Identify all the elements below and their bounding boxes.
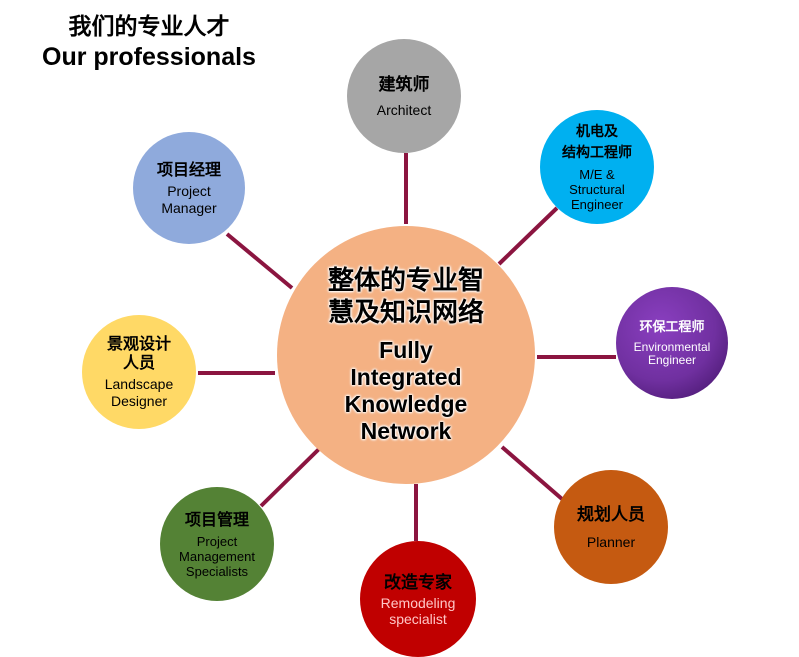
node-label-zh: 环保工程师 <box>639 320 705 335</box>
node-label-en: M/E & <box>579 167 615 182</box>
center-title-en-line: Knowledge <box>344 391 468 417</box>
node-label-en: Designer <box>110 393 168 409</box>
center-title-en-line: Fully <box>379 337 433 363</box>
node-label-en: Architect <box>376 101 432 118</box>
title-en: Our professionals <box>42 43 256 71</box>
center-title-en-line: Integrated <box>350 364 462 390</box>
node-planner: 规划人员 Planner <box>554 470 668 584</box>
node-label-en: Project <box>196 534 238 549</box>
node-label-en: Specialists <box>185 564 249 579</box>
center-title-zh-line1: 整体的专业智 <box>327 266 484 296</box>
node-label-en: Management <box>179 549 255 564</box>
node-label-zh: 人员 <box>122 353 155 372</box>
node-label-en: Structural <box>569 182 625 197</box>
node-label-zh: 机电及 <box>576 124 618 140</box>
node-label-en: specialist <box>389 610 447 627</box>
center-hub: 整体的专业智 慧及知识网络 Fully Integrated Knowledge… <box>277 226 535 484</box>
title-zh: 我们的专业人才 <box>68 14 230 40</box>
node-label-en: Engineer <box>647 353 697 367</box>
node-label-zh: 项目管理 <box>184 510 249 529</box>
node-label-en: Landscape <box>104 376 174 392</box>
center-title-zh-line2: 慧及知识网络 <box>327 298 484 328</box>
node-label-zh: 景观设计 <box>106 334 171 353</box>
page-title: 我们的专业人才 Our professionals <box>34 12 264 72</box>
connector-line-project-management <box>259 447 321 508</box>
node-label-en: Planner <box>586 533 636 550</box>
node-label-en: Engineer <box>570 197 624 212</box>
node-label-en: Environmental <box>633 340 711 354</box>
node-label-en: Remodeling <box>380 594 456 611</box>
center-title-en-line: Network <box>360 418 452 444</box>
node-label-zh: 建筑师 <box>378 74 430 95</box>
connector-line-mep-structural <box>497 206 559 266</box>
node-label-zh: 项目经理 <box>156 160 221 179</box>
node-label-zh: 结构工程师 <box>562 145 632 161</box>
node-architect: 建筑师 Architect <box>347 39 461 153</box>
node-label-en: Manager <box>161 200 217 216</box>
connector-line-planner <box>500 445 564 501</box>
node-label-en: Project <box>167 183 211 199</box>
node-label-zh: 规划人员 <box>577 504 645 525</box>
connector-line-project-manager <box>225 232 294 290</box>
node-label-zh: 改造专家 <box>384 572 452 593</box>
